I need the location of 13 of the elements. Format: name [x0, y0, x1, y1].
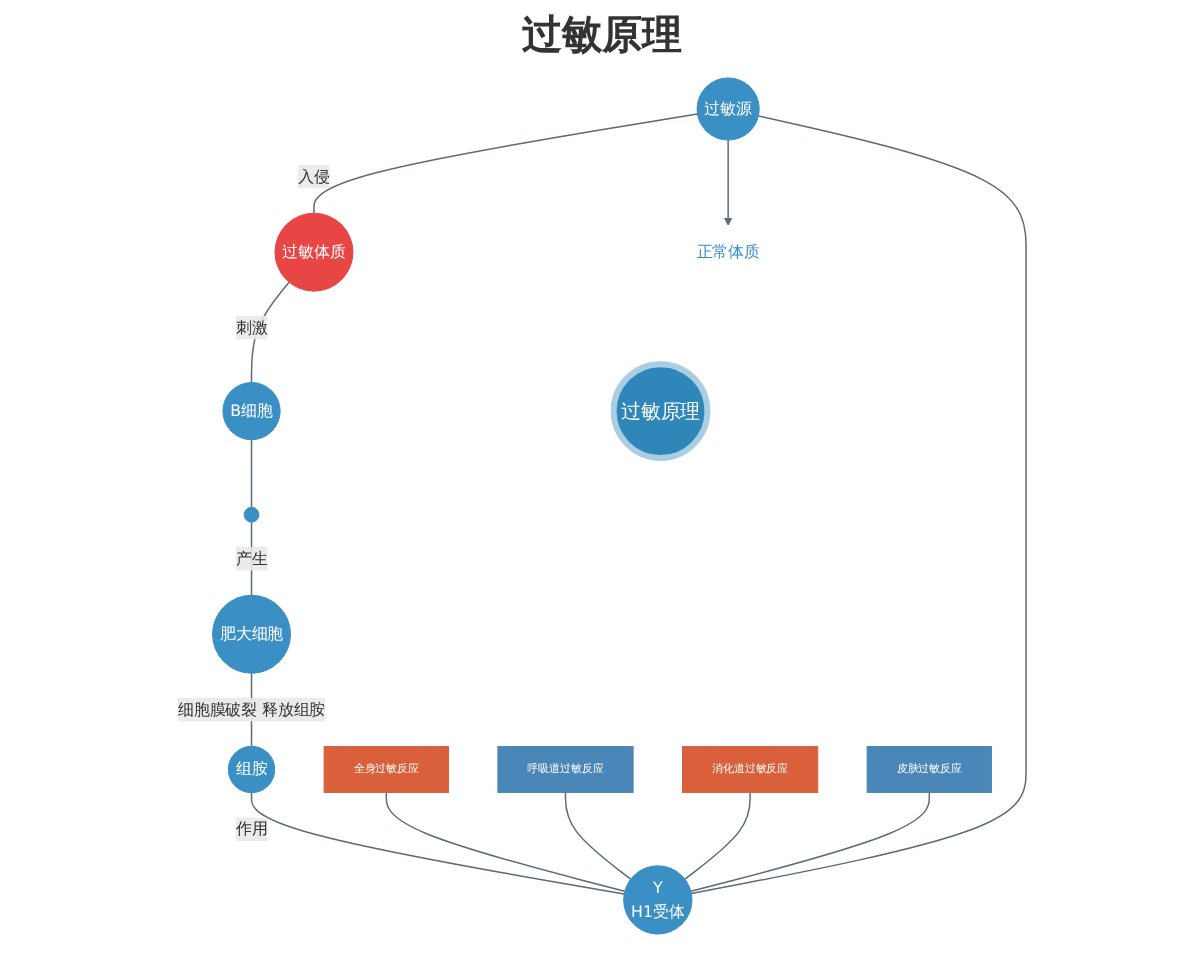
connector	[250, 439, 253, 509]
connector	[690, 115, 1027, 895]
connector	[250, 521, 253, 596]
connector	[684, 791, 751, 880]
node-circle	[243, 506, 260, 523]
arrow	[723, 139, 733, 226]
connector	[564, 791, 632, 880]
node-circle: 过敏原理	[610, 361, 711, 461]
connector	[250, 791, 625, 895]
diagram-title: 过敏原理	[520, 8, 684, 62]
connector	[385, 791, 626, 893]
connector	[690, 791, 931, 893]
connector	[313, 113, 699, 214]
